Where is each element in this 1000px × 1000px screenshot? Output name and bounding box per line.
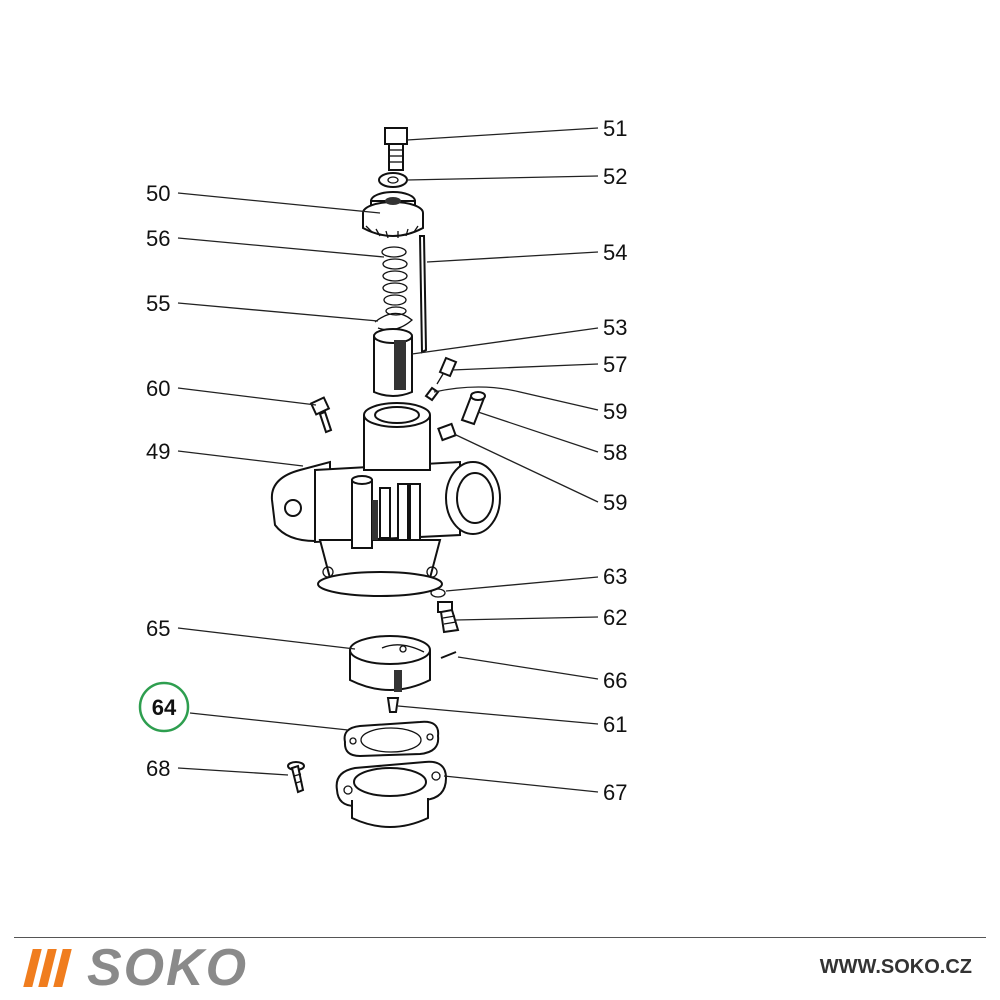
part-52-lock-nut — [378, 172, 408, 188]
callout-62: 62 — [603, 605, 627, 630]
callout-54: 54 — [603, 240, 627, 265]
brand-logo: SOKO — [23, 939, 249, 997]
part-65-float — [349, 635, 431, 692]
callout-68: 68 — [146, 756, 170, 781]
part-57-screw — [436, 356, 458, 385]
part-64-gasket — [343, 720, 440, 758]
part-66-float-pin — [440, 651, 457, 659]
part-61-needle-valve — [386, 697, 400, 713]
leader-lines — [177, 127, 599, 793]
callout-65: 65 — [146, 616, 170, 641]
part-49-carburetor-body — [270, 402, 501, 597]
part-63-o-ring — [430, 588, 446, 598]
callout-55: 55 — [146, 291, 170, 316]
part-62-main-jet — [437, 601, 460, 634]
callout-59-upper: 59 — [603, 399, 627, 424]
part-59-lower-nut — [437, 422, 457, 442]
callout-67: 67 — [603, 780, 627, 805]
part-59-upper-washer — [424, 386, 440, 402]
part-58-screw — [460, 391, 486, 426]
brand-bar — [53, 949, 72, 987]
callout-61: 61 — [603, 712, 627, 737]
exploded-parts-diagram: 51 52 50 56 54 55 53 57 60 59 58 49 59 6… — [138, 116, 627, 828]
part-54-needle — [418, 235, 428, 354]
callout-66: 66 — [603, 668, 627, 693]
brand-bars-icon — [23, 949, 72, 987]
part-51-adjusting-screw — [384, 127, 408, 171]
callout-58: 58 — [603, 440, 627, 465]
part-55-clip — [374, 312, 414, 331]
callout-52: 52 — [603, 164, 627, 189]
callout-labels: 51 52 50 56 54 55 53 57 60 59 58 49 59 6… — [138, 116, 627, 805]
callout-50: 50 — [146, 181, 170, 206]
carburetor-illustration — [270, 127, 501, 828]
part-50-top-cap — [362, 191, 424, 239]
callout-64: 64 — [152, 695, 177, 720]
callout-53: 53 — [603, 315, 627, 340]
part-53-throttle-slide — [373, 328, 413, 397]
callout-59-lower: 59 — [603, 490, 627, 515]
callout-51: 51 — [603, 116, 627, 141]
callout-57: 57 — [603, 352, 627, 377]
callout-64-highlight-ring — [138, 681, 190, 733]
part-60-screw — [309, 396, 333, 434]
part-67-float-bowl — [335, 760, 448, 828]
callout-56: 56 — [146, 226, 170, 251]
brand-name: SOKO — [87, 939, 249, 997]
callout-60: 60 — [146, 376, 170, 401]
callout-49: 49 — [146, 439, 170, 464]
part-68-screw — [287, 761, 305, 794]
website-url[interactable]: WWW.SOKO.CZ — [819, 956, 972, 978]
part-56-spring — [381, 246, 408, 316]
callout-63: 63 — [603, 564, 627, 589]
footer-divider — [14, 937, 986, 938]
